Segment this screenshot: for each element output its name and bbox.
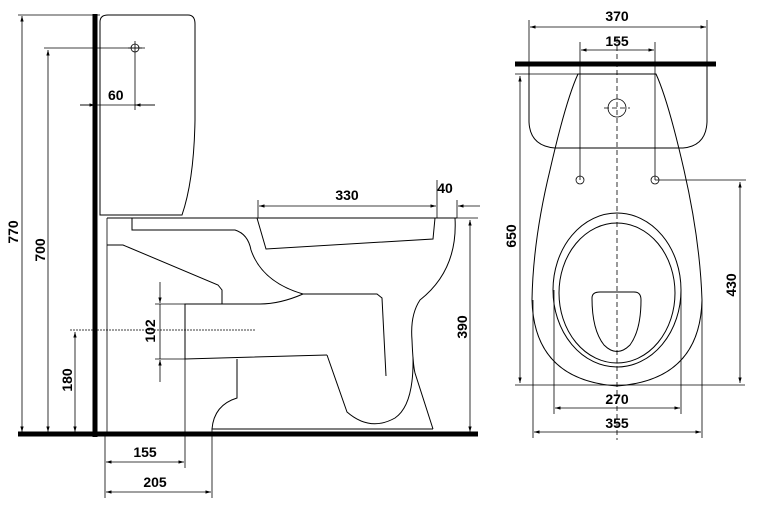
dim-180-label: 180 — [59, 368, 75, 392]
dim-355-label: 355 — [605, 415, 629, 431]
bowl-inner-curve — [131, 218, 304, 295]
trap-outer — [326, 354, 414, 425]
tank-outline — [528, 66, 708, 149]
dim-60-label: 60 — [108, 87, 124, 103]
bowl-diagonal — [107, 244, 223, 304]
dim-650-label: 650 — [503, 224, 519, 248]
dim-205-label: 205 — [143, 474, 167, 490]
seat-rim — [256, 217, 436, 250]
dim-155-top-label: 155 — [605, 33, 629, 49]
bowl-foot — [211, 359, 433, 430]
dim-430-label: 430 — [723, 273, 739, 297]
cistern-outline — [99, 14, 196, 216]
dim-155-side-label: 155 — [133, 444, 157, 460]
dim-390-label: 390 — [454, 315, 470, 339]
dim-40-label: 40 — [437, 180, 453, 196]
bowl-front-outline — [411, 217, 456, 430]
dim-102-label: 102 — [142, 319, 158, 343]
pan-outline — [531, 73, 703, 387]
dim-770-label: 770 — [5, 220, 21, 244]
dim-700-label: 700 — [32, 238, 48, 262]
dim-370-label: 370 — [605, 8, 629, 24]
drain-outline — [591, 291, 642, 352]
trap-inner — [303, 293, 387, 377]
top-view: 370 155 650 430 270 355 — [503, 8, 746, 440]
outlet-pipe — [184, 293, 328, 360]
seat-ring-inner — [558, 222, 676, 364]
side-view: 770 700 60 180 102 330 40 390 155 — [5, 14, 480, 498]
dim-270-label: 270 — [605, 391, 629, 407]
dim-330-label: 330 — [335, 187, 359, 203]
